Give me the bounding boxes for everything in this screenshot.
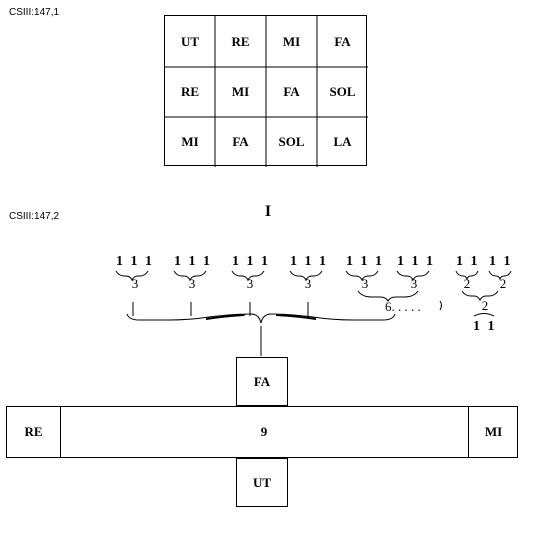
section-numeral: I	[264, 203, 272, 220]
count-six: 6. . . . .	[385, 299, 421, 314]
ones-group: 1 1 1	[397, 254, 435, 269]
box-fa: FA	[236, 357, 288, 406]
count-number: 2	[481, 298, 489, 313]
count-number: 3	[361, 276, 369, 291]
count-number: 3	[304, 276, 312, 291]
ones-group: 1 1 1	[290, 254, 328, 269]
grid-cell: FA	[334, 33, 351, 49]
grid-cell: SOL	[278, 134, 305, 149]
ones-group: 1 1	[456, 254, 480, 269]
grid-cell: RE	[180, 84, 200, 99]
grid-cell: SOL	[329, 84, 356, 99]
grid-cell: MI	[231, 84, 250, 99]
grid-lines	[165, 16, 368, 167]
count-number: 3	[410, 276, 418, 291]
main-bar: RE 9 MI	[6, 406, 518, 458]
grid-cell: RE	[231, 33, 250, 49]
grid-cell: FA	[283, 84, 300, 99]
label-top: CSIII:147,1	[9, 7, 60, 18]
box-ut: UT	[236, 458, 288, 507]
grid-cell: UT	[180, 33, 200, 49]
center-value: 9	[260, 424, 268, 439]
count-number: 3	[188, 276, 196, 291]
label-bottom: CSIII:147,2	[9, 211, 60, 222]
ones-group: 1 1	[473, 319, 497, 334]
grid-cell: MI	[181, 134, 199, 149]
grid-cell: LA	[333, 134, 352, 149]
count-number: 2	[463, 276, 471, 291]
ones-group: 1 1 1	[116, 254, 154, 269]
count-number: 3	[131, 276, 139, 291]
ones-group: 1 1 1	[232, 254, 270, 269]
count-number: 3	[246, 276, 254, 291]
hexachord-grid: UT RE MI FA RE MI FA SOL MI FA SOL LA	[164, 15, 368, 167]
box-mi: MI	[468, 407, 518, 457]
box-re: RE	[7, 407, 61, 457]
grid-cell: FA	[232, 134, 249, 149]
ones-group: 1 1	[489, 254, 513, 269]
ones-group: 1 1 1	[174, 254, 212, 269]
count-number: 2	[499, 276, 507, 291]
grid-cell: MI	[282, 33, 301, 49]
ones-group: 1 1 1	[346, 254, 384, 269]
